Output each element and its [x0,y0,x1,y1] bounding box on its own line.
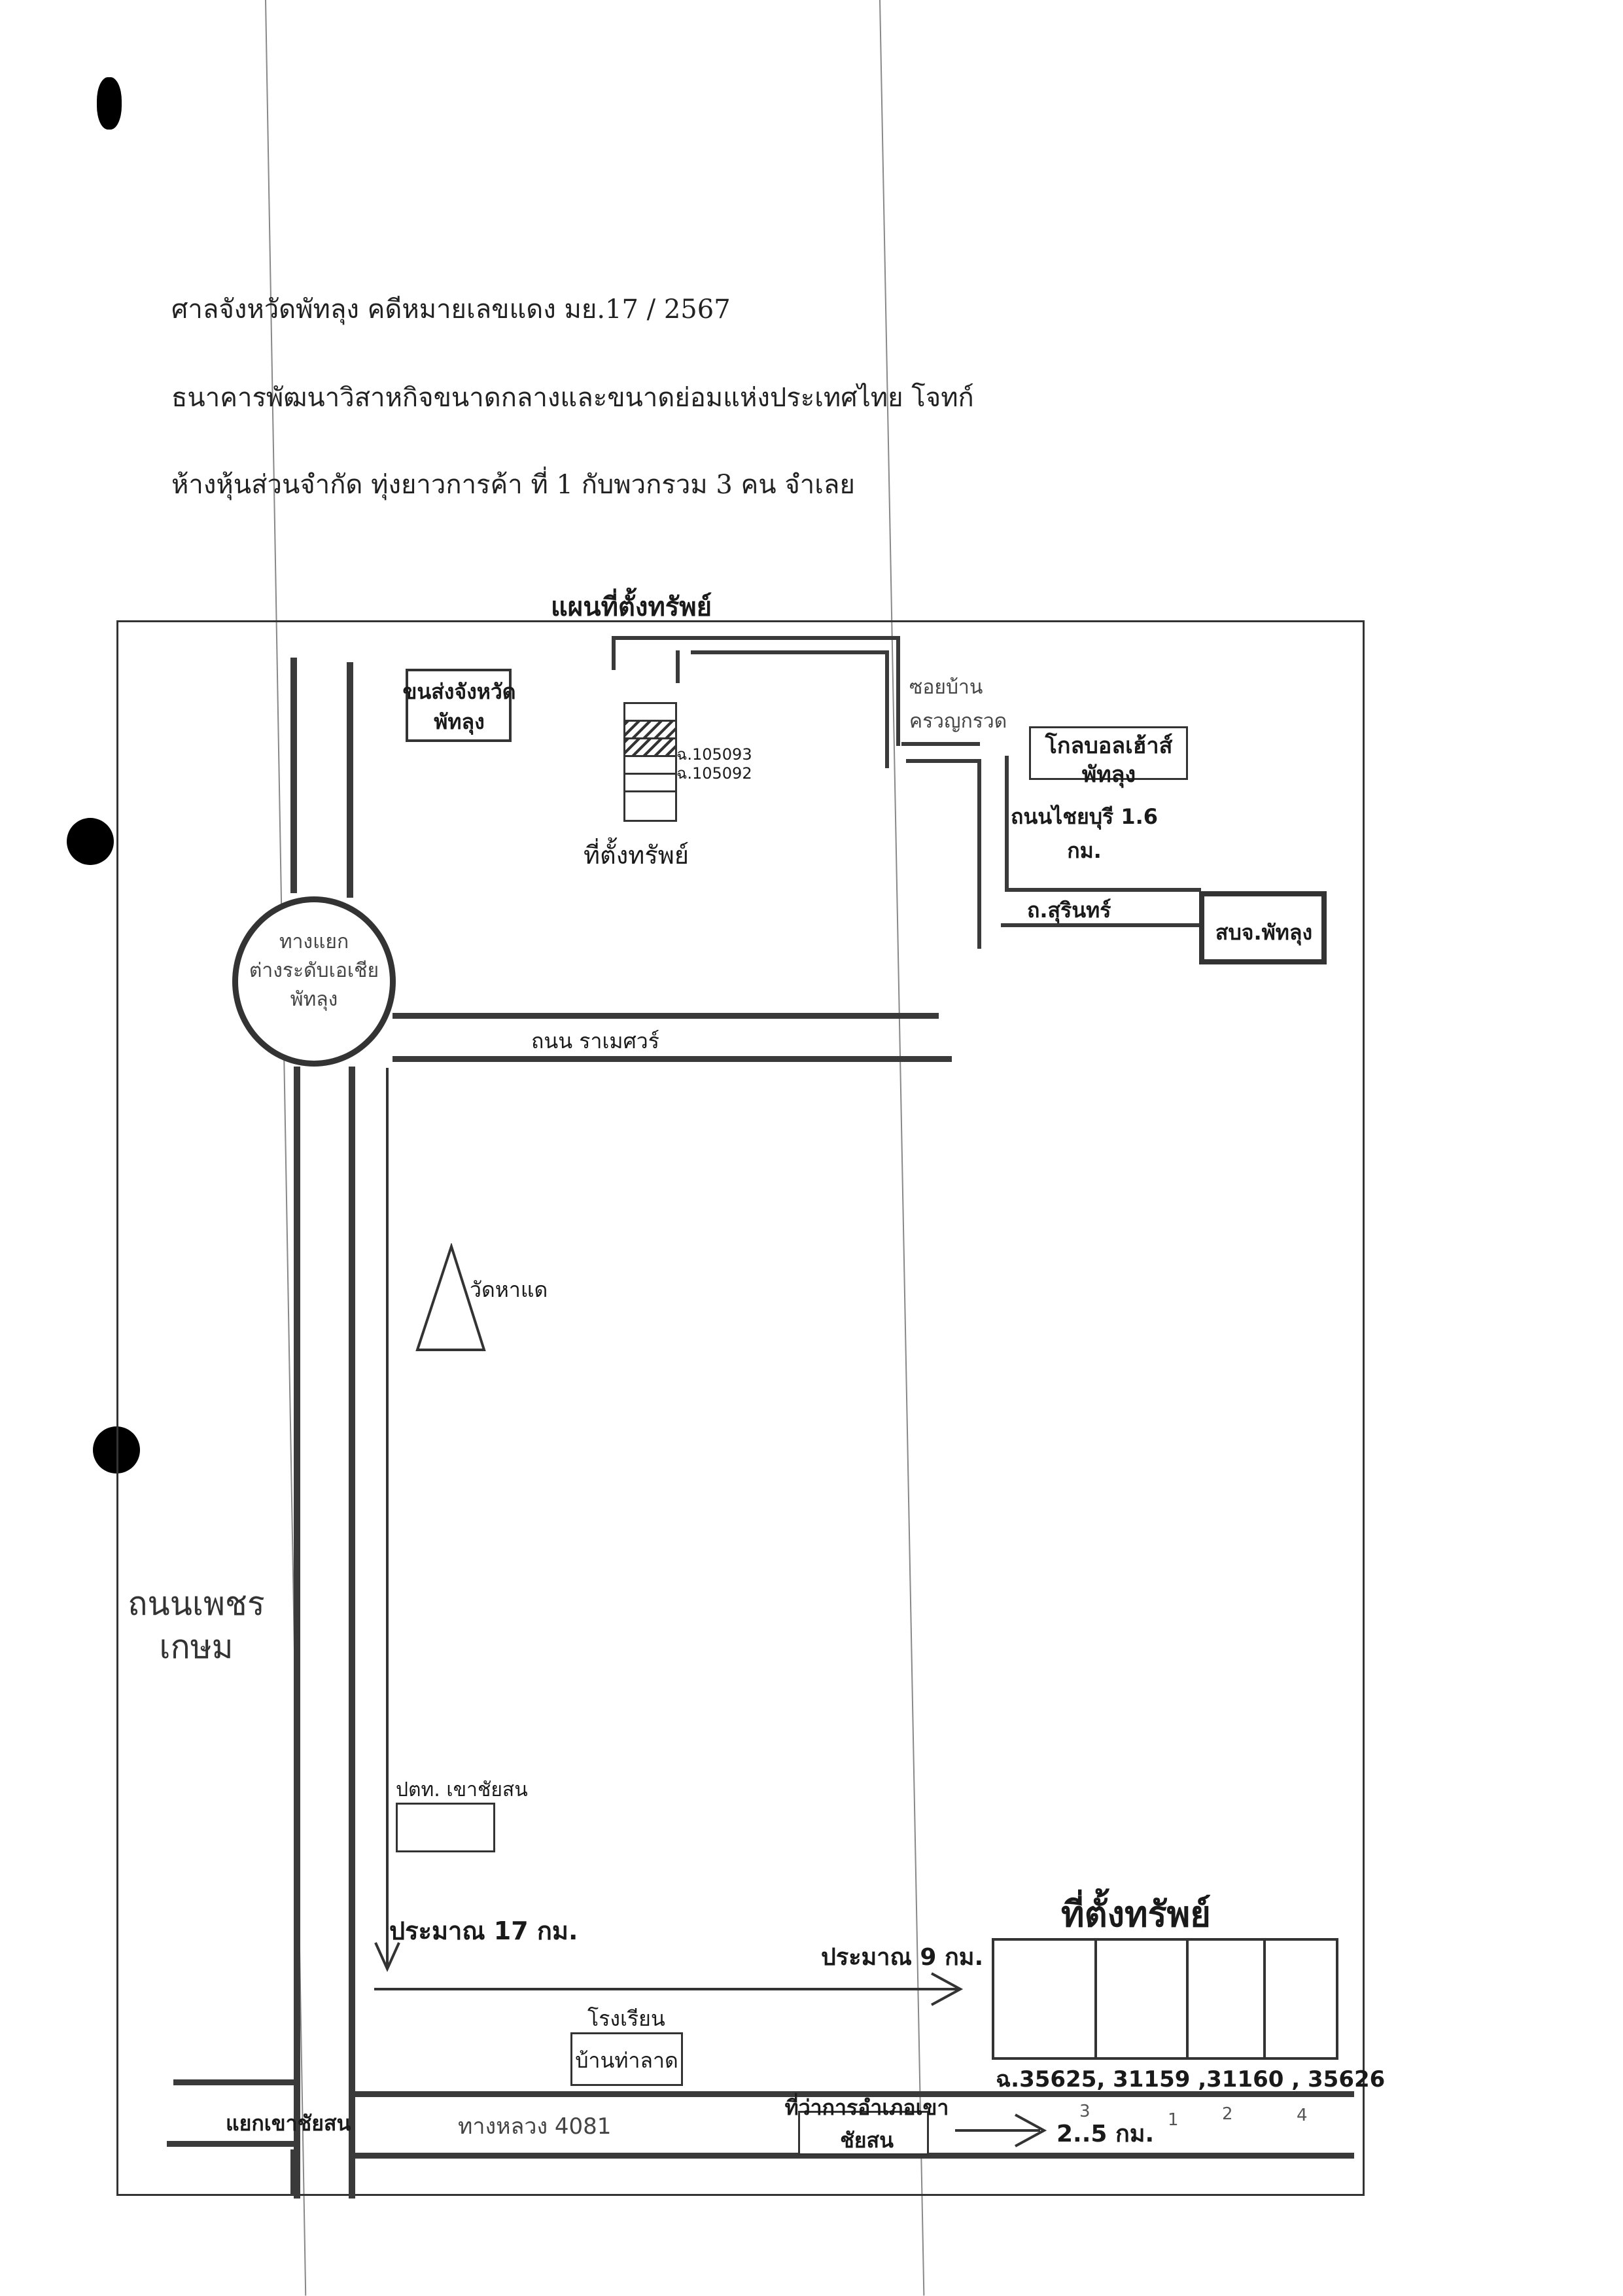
chaiyaburi-label: ถนนไชยบุรี 1.6 กม. [1011,804,1159,863]
soi-road-outer-v1 [612,636,616,670]
ramesuan-label: ถนน ราเมศวร์ [531,1029,659,1053]
approx-25-arrow-line [955,2129,1040,2132]
approx-25-arrowhead [1015,2113,1047,2147]
approx-9-label: ประมาณ 9 กม. [821,1944,984,1971]
soi-road-inner-v [885,650,889,768]
plaintiff-line: ธนาคารพัฒนาวิสาหกิจขนาดกลางและขนาดย่อมแห… [171,383,974,413]
ramesuan-road-top [393,1013,939,1019]
junction-stub-right [349,2149,355,2195]
petchkasem-road-right [347,662,353,898]
property-bottom-plot-4 [1263,1938,1338,2060]
parcel-b-label: ฉ.105092 [676,764,752,783]
gas-station-box [396,1803,495,1852]
police-box [1199,891,1327,964]
case-line: ศาลจังหวัดพัทลุง คดีหมายเลขแดง มย.17 / 2… [171,294,731,325]
soi-road-outer-h [612,636,899,640]
soi-road-left-v [676,650,680,683]
parcel-a-label: ฉ.105093 [676,745,752,764]
temple-icon [415,1243,486,1351]
district-office-label: ที่ว่าการอำเภอเขา ชัยสน [784,2095,949,2153]
approx-9-arrowhead [931,1972,964,2006]
surin-label: ถ.สุรินทร์ [1027,898,1111,923]
soi-label: ซอยบ้าน ครวญกรวด [909,676,1007,733]
parcel-mark-1: 3 [1079,2102,1091,2121]
gas-station-label: ปตท. เขาชัยสน [396,1778,528,1801]
soi-road-v3 [977,759,981,949]
approx-25-label: 2..5 กม. [1056,2121,1155,2147]
approx-17-label: ประมาณ 17 กม. [389,1916,578,1945]
parcel-mark-2: 1 [1168,2110,1179,2130]
petchkasem-label: ถนนเพชร เกษม [128,1585,265,1666]
soi-road-h3 [906,759,981,763]
surin-road-top [1005,888,1201,892]
approx-17-arrowhead [374,1942,400,1972]
highway-bottom-left [167,2141,298,2147]
circle-label: ทางแยก ต่างระดับเอเชีย พัทลุง [249,930,379,1011]
property-top-block-1 [623,702,677,722]
global-house-label: โกลบอลเฮ้าส์ พัทลุง [1045,733,1173,788]
highway-bottom-right [353,2153,1354,2159]
parcel-mark-3: 2 [1222,2104,1233,2124]
soi-road-h2 [901,742,980,746]
property-bottom-plot-2 [1094,1938,1189,2060]
district-office-box [798,2111,929,2155]
approx-17-arrow-line [386,1068,389,1966]
chaiyaburi-road-v [1005,756,1009,892]
property-bottom-plot-1 [992,1938,1097,2060]
ink-smudge [97,77,122,130]
property-bottom-label: ที่ตั้งทรัพย์ [1061,1894,1211,1935]
petchkasem-road-left-lower [294,1067,300,2199]
parcel-mark-4: 4 [1297,2106,1308,2125]
petchkasem-road-right-lower [349,1067,355,2199]
asia-interchange-circle [232,896,396,1067]
property-top-block-4 [623,755,677,775]
property-top-block-3 [623,737,677,757]
highway-label: ทางหลวง 4081 [458,2113,612,2140]
approx-9-arrow-line [374,1988,958,1990]
surin-road-bottom [1001,923,1200,927]
property-top-block-5 [623,773,677,792]
parcels-bottom-label: ฉ.35625, 31159 ,31160 , 35626 [996,2066,1386,2093]
defendant-line: ห้างหุ้นส่วนจำกัด ทุ่งยาวการค้า ที่ 1 กั… [171,470,855,500]
school-box [570,2032,683,2086]
highway-top-left [173,2079,298,2085]
global-house-box [1029,726,1188,780]
property-top-block-6 [623,790,677,822]
property-top-label: ที่ตั้งทรัพย์ [584,841,689,870]
soi-road-outer-v2 [896,636,900,746]
map-title: แผนที่ตั้งทรัพย์ [551,592,712,622]
police-label: สบจ.พัทลุง [1215,920,1313,945]
school-label: โรงเรียน [587,2006,665,2031]
petchkasem-road-left [290,658,297,893]
punch-hole-top [67,818,114,865]
property-bottom-plot-3 [1186,1938,1266,2060]
map-frame [116,620,1365,2196]
junction-label: แยกเขาชัยสน [226,2111,351,2136]
temple-label: วัดหาแด [470,1277,548,1302]
soi-road-inner-h [691,650,887,654]
property-top-block-2 [623,720,677,739]
school-box-label: บ้านท่าลาด [575,2048,678,2073]
transport-office-box [406,669,512,742]
ramesuan-road-bottom [393,1056,952,1062]
highway-top-right [353,2091,1354,2097]
transport-office-label: ขนส่งจังหวัด พัทลุง [402,679,516,734]
junction-stub-left [290,2149,297,2195]
